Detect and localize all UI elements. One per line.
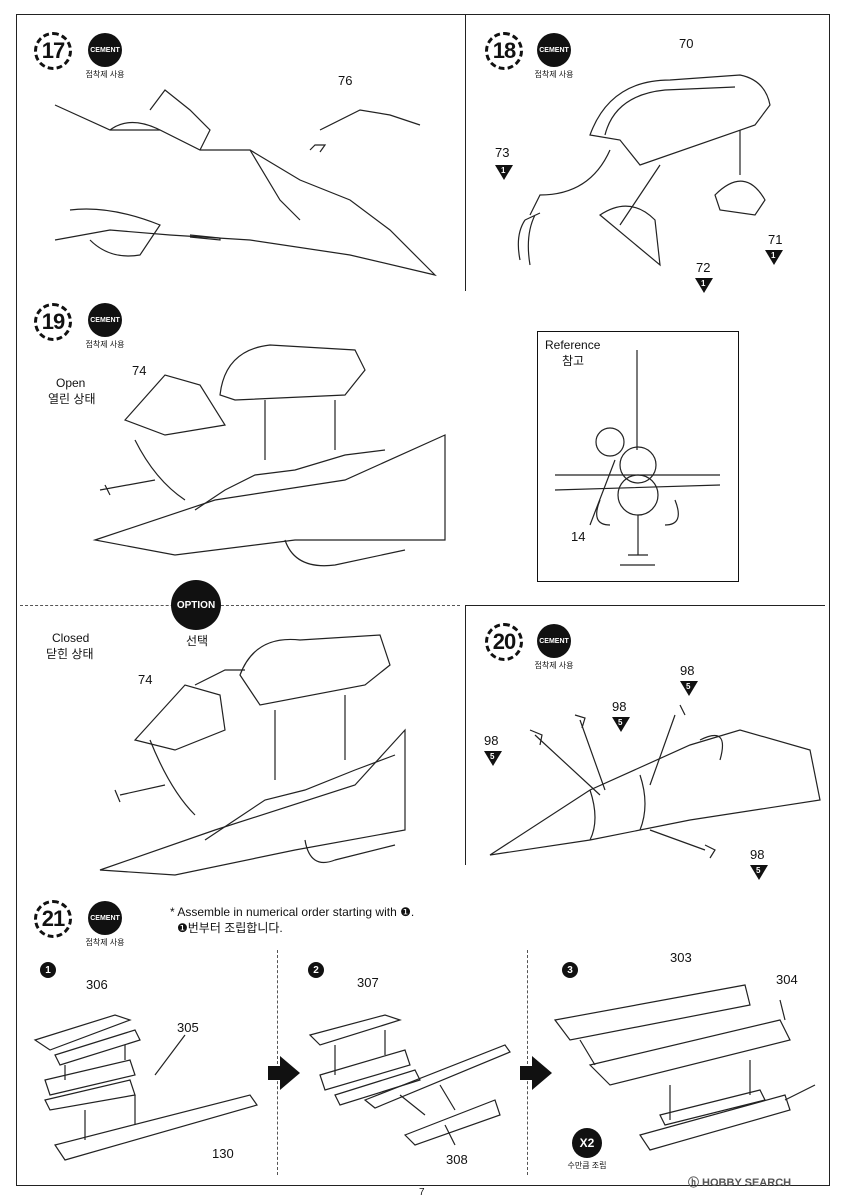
part-305-label: 305 (177, 1020, 199, 1035)
step-17-badge: 17 (34, 32, 72, 70)
open-label-ko: 열린 상태 (48, 392, 96, 406)
substep-2-badge: 2 (308, 962, 324, 978)
substep-1-badge: 1 (40, 962, 56, 978)
part-307-label: 307 (357, 975, 379, 990)
tag-5-icon: 5 (680, 681, 698, 696)
part-14-label: 14 (571, 529, 586, 544)
cement-icon: CEMENT (88, 33, 122, 67)
part-306-label: 306 (86, 977, 108, 992)
tag-5-icon: 5 (484, 751, 502, 766)
closed-label-ko: 닫힌 상태 (46, 647, 94, 661)
substep-1-drawing (33, 1014, 258, 1161)
part-70-label: 70 (679, 36, 694, 51)
cement-caption: 접착제 사용 (534, 70, 574, 79)
cement-icon: CEMENT (537, 33, 571, 67)
part-304-label: 304 (776, 972, 798, 987)
step-18-badge: 18 (485, 32, 523, 70)
substep-3-drawing (553, 984, 816, 1151)
next-arrow-icon (532, 1056, 552, 1090)
tag-1-icon: 1 (495, 165, 513, 180)
option-closed-canopy-drawing (99, 634, 406, 876)
reference-title-en: Reference (545, 338, 601, 352)
tag-1-icon: 1 (695, 278, 713, 293)
cement-icon: CEMENT (88, 303, 122, 337)
tag-5-icon: 5 (612, 717, 630, 732)
step-19-open-canopy-drawing (92, 344, 446, 567)
divider-step20-left (465, 605, 466, 865)
step-17-fuselage-drawing (54, 89, 437, 277)
option-badge: OPTION (171, 580, 221, 630)
part-130-label: 130 (212, 1146, 234, 1161)
part-98-label: 98 (612, 699, 627, 714)
x2-badge: X2 (572, 1128, 602, 1158)
step-19-badge: 19 (34, 303, 72, 341)
divider-step20 (465, 605, 825, 606)
reference-title-ko: 참고 (562, 354, 585, 368)
divider-sub1 (277, 950, 278, 1175)
page-number: 7 (419, 1187, 425, 1198)
tag-1-icon: 1 (765, 250, 783, 265)
step-18-canopy-drawing (517, 74, 771, 267)
part-73-label: 73 (495, 145, 510, 160)
divider-sub2 (527, 950, 528, 1175)
cement-caption: 접착제 사용 (85, 70, 125, 79)
cement-icon: CEMENT (88, 901, 122, 935)
step-21-badge: 21 (34, 900, 72, 938)
reference-front-view-drawing (554, 350, 721, 566)
step-20-nose-drawing (489, 704, 821, 859)
substep-2-drawing (308, 1014, 511, 1146)
part-74-label: 74 (138, 672, 153, 687)
part-71-label: 71 (768, 232, 783, 247)
cement-icon: CEMENT (537, 624, 571, 658)
x2-caption: 수만큼 조립 (567, 1161, 607, 1170)
closed-label-en: Closed (52, 631, 90, 645)
option-caption: 선택 (186, 634, 209, 648)
next-arrow-icon (280, 1056, 300, 1090)
next-arrow-stem (268, 1066, 280, 1080)
tag-5-icon: 5 (750, 865, 768, 880)
part-76-label: 76 (338, 73, 353, 88)
cement-caption: 접착제 사용 (85, 340, 125, 349)
divider-option (20, 605, 460, 606)
part-308-label: 308 (446, 1152, 468, 1167)
substep-3-badge: 3 (562, 962, 578, 978)
step-20-badge: 20 (485, 623, 523, 661)
part-303-label: 303 (670, 950, 692, 965)
cement-caption: 접착제 사용 (534, 661, 574, 670)
assembly-note-en: * Assemble in numerical order starting w… (170, 905, 415, 919)
cement-caption: 접착제 사용 (85, 938, 125, 947)
open-label-en: Open (56, 376, 86, 390)
part-74-label: 74 (132, 363, 147, 378)
watermark: ⓗ HOBBY SEARCH (688, 1177, 792, 1189)
assembly-note-ko: ❶번부터 조립합니다. (177, 921, 283, 935)
reference-box (537, 331, 739, 582)
part-98-label: 98 (750, 847, 765, 862)
part-98-label: 98 (484, 733, 499, 748)
divider-top (465, 14, 466, 291)
part-72-label: 72 (696, 260, 711, 275)
part-98-label: 98 (680, 663, 695, 678)
next-arrow-stem (520, 1066, 532, 1080)
page-border (16, 14, 830, 1186)
